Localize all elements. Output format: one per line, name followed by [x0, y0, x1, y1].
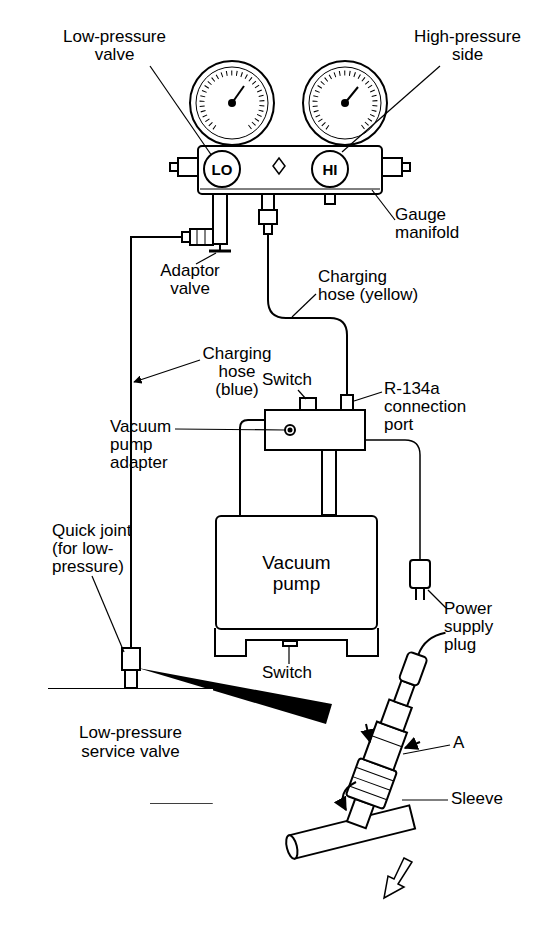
manifold-port — [325, 194, 335, 204]
leader-line — [403, 745, 450, 754]
flow-arrow — [384, 858, 412, 898]
coupler-ridge — [372, 736, 402, 747]
valve-circle: HI — [311, 150, 349, 188]
quick-joint-detail — [338, 620, 448, 832]
plug-prong — [415, 588, 417, 600]
leader-line — [288, 647, 289, 664]
adapter-switch — [300, 398, 316, 410]
part-label: Gauge manifold — [395, 206, 475, 242]
part-label: High-pressure side — [405, 28, 530, 64]
leader-line — [175, 429, 285, 430]
manifold-edge — [200, 189, 380, 190]
manifold-knob — [178, 158, 198, 176]
leader-line — [292, 294, 316, 317]
hose-fitting-facet — [197, 229, 198, 245]
part-label: Quick joint (for low-pressure) — [52, 522, 152, 576]
part-label: Adaptor valve — [150, 262, 230, 298]
adaptor-valve-body — [213, 194, 227, 244]
valve-circle: LO — [203, 150, 241, 188]
leader-line — [402, 799, 448, 800]
plug-prong — [423, 588, 425, 600]
service-valve-box: Low-pressure service valve — [48, 688, 213, 803]
leader-line — [372, 190, 395, 220]
manifold-nub — [170, 163, 178, 171]
vacuum-pump-box: Vacuum pump — [215, 515, 378, 630]
hose-fitting — [190, 229, 213, 245]
adaptor-valve-handle — [209, 250, 231, 253]
adapter-tube — [240, 420, 265, 515]
hose-tail — [418, 627, 445, 661]
gauge-dial — [190, 61, 274, 145]
node-label: Vacuum pump — [255, 552, 338, 594]
part-label: Power supply plug — [444, 600, 524, 654]
leader-line — [342, 66, 440, 152]
part-label: R-134a connection port — [384, 380, 479, 434]
pump-switch — [283, 641, 297, 646]
leader-line — [298, 390, 306, 399]
hose-connector — [399, 651, 428, 686]
manifold-nub — [402, 163, 410, 171]
r134a-port — [341, 395, 353, 410]
node-label: Low-pressure service valve — [66, 723, 195, 761]
adapter-neck — [322, 450, 336, 515]
manifold-knob — [382, 158, 402, 176]
sleeve-ridge — [349, 786, 387, 800]
center-port — [262, 194, 274, 210]
node-label: HI — [323, 161, 338, 178]
part-label: Vacuum pump adapter — [110, 418, 178, 472]
gauge-rim — [309, 67, 381, 139]
hose-fitting-facet — [205, 229, 206, 245]
part-label: Low-pressure valve — [52, 28, 177, 64]
hose-end — [264, 224, 272, 234]
manifold-mark — [273, 158, 285, 174]
turn-arrow — [343, 782, 356, 810]
quick-joint — [122, 648, 140, 670]
gauge-ticks — [315, 73, 375, 128]
quick-joint-base — [125, 670, 137, 688]
gauge-dial — [303, 61, 387, 145]
manifold-body — [198, 146, 382, 194]
part-label: A — [453, 734, 483, 752]
power-plug — [410, 560, 430, 588]
part-label: Switch — [262, 371, 332, 389]
sleeve-ridge — [353, 777, 391, 791]
hose-nut — [259, 210, 277, 224]
leader-line — [428, 590, 446, 608]
push-arrow — [366, 724, 370, 742]
leader-line — [354, 392, 382, 401]
part-label: Charging hose (yellow) — [318, 268, 424, 304]
pipe-end — [284, 834, 300, 860]
push-arrow — [405, 742, 420, 748]
leader-line — [92, 576, 124, 652]
adapter-gauge-dot — [285, 425, 295, 435]
leader-arrow — [134, 360, 200, 382]
gauge-ticks — [202, 73, 262, 128]
part-label: Sleeve — [451, 790, 521, 808]
adapter-gauge-center — [289, 429, 292, 432]
node-label: LO — [212, 161, 233, 178]
pump-base — [215, 628, 378, 656]
part-label: Switch — [262, 664, 332, 682]
leader-line — [150, 66, 212, 156]
sleeve-ridge — [356, 767, 394, 781]
gauge-pivot — [342, 100, 348, 106]
gauge-pivot — [229, 100, 235, 106]
gauge-rim — [196, 67, 268, 139]
hose-fitting-tip — [182, 232, 190, 242]
